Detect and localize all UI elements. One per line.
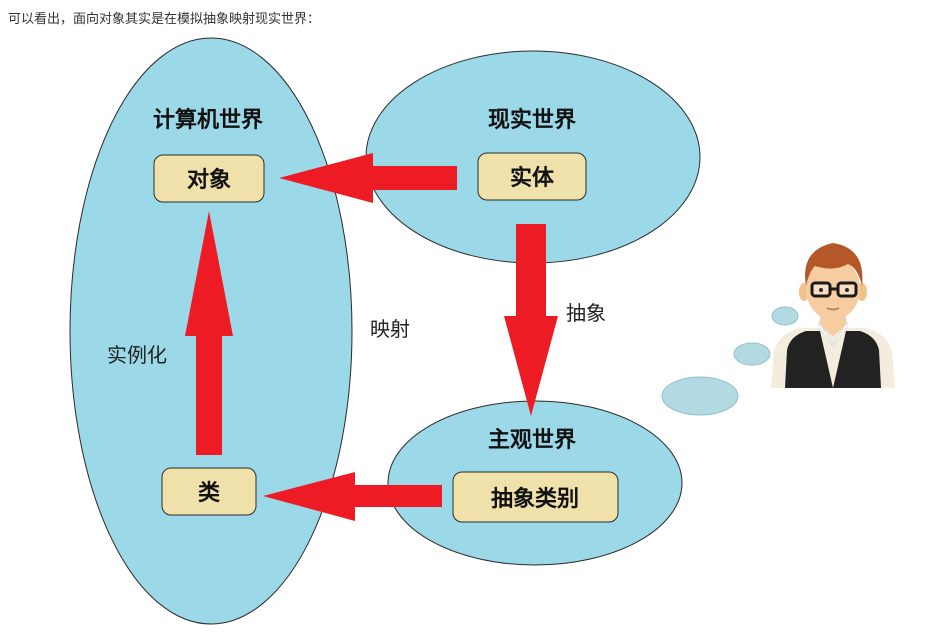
abstract-label: 抽象: [566, 301, 606, 325]
thought-bubble-small: [772, 307, 798, 325]
entity-box: 实体: [478, 153, 586, 200]
class-box: 类: [162, 468, 256, 515]
class-box-label: 类: [198, 481, 221, 506]
category-box-label: 抽象类别: [491, 486, 579, 512]
thought-bubble-large: [662, 377, 738, 415]
entity-box-label: 实体: [510, 165, 555, 191]
object-box-label: 对象: [187, 167, 231, 193]
mapping-label: 映射: [370, 317, 410, 341]
subjective-world-title: 主观世界: [488, 428, 576, 453]
thought-bubble-medium: [734, 343, 770, 365]
computer-world-title: 计算机世界: [153, 107, 263, 133]
object-box: 对象: [154, 155, 264, 202]
real-world-title: 现实世界: [488, 107, 576, 133]
category-box: 抽象类别: [453, 472, 618, 522]
instantiate-label: 实例化: [107, 343, 167, 367]
